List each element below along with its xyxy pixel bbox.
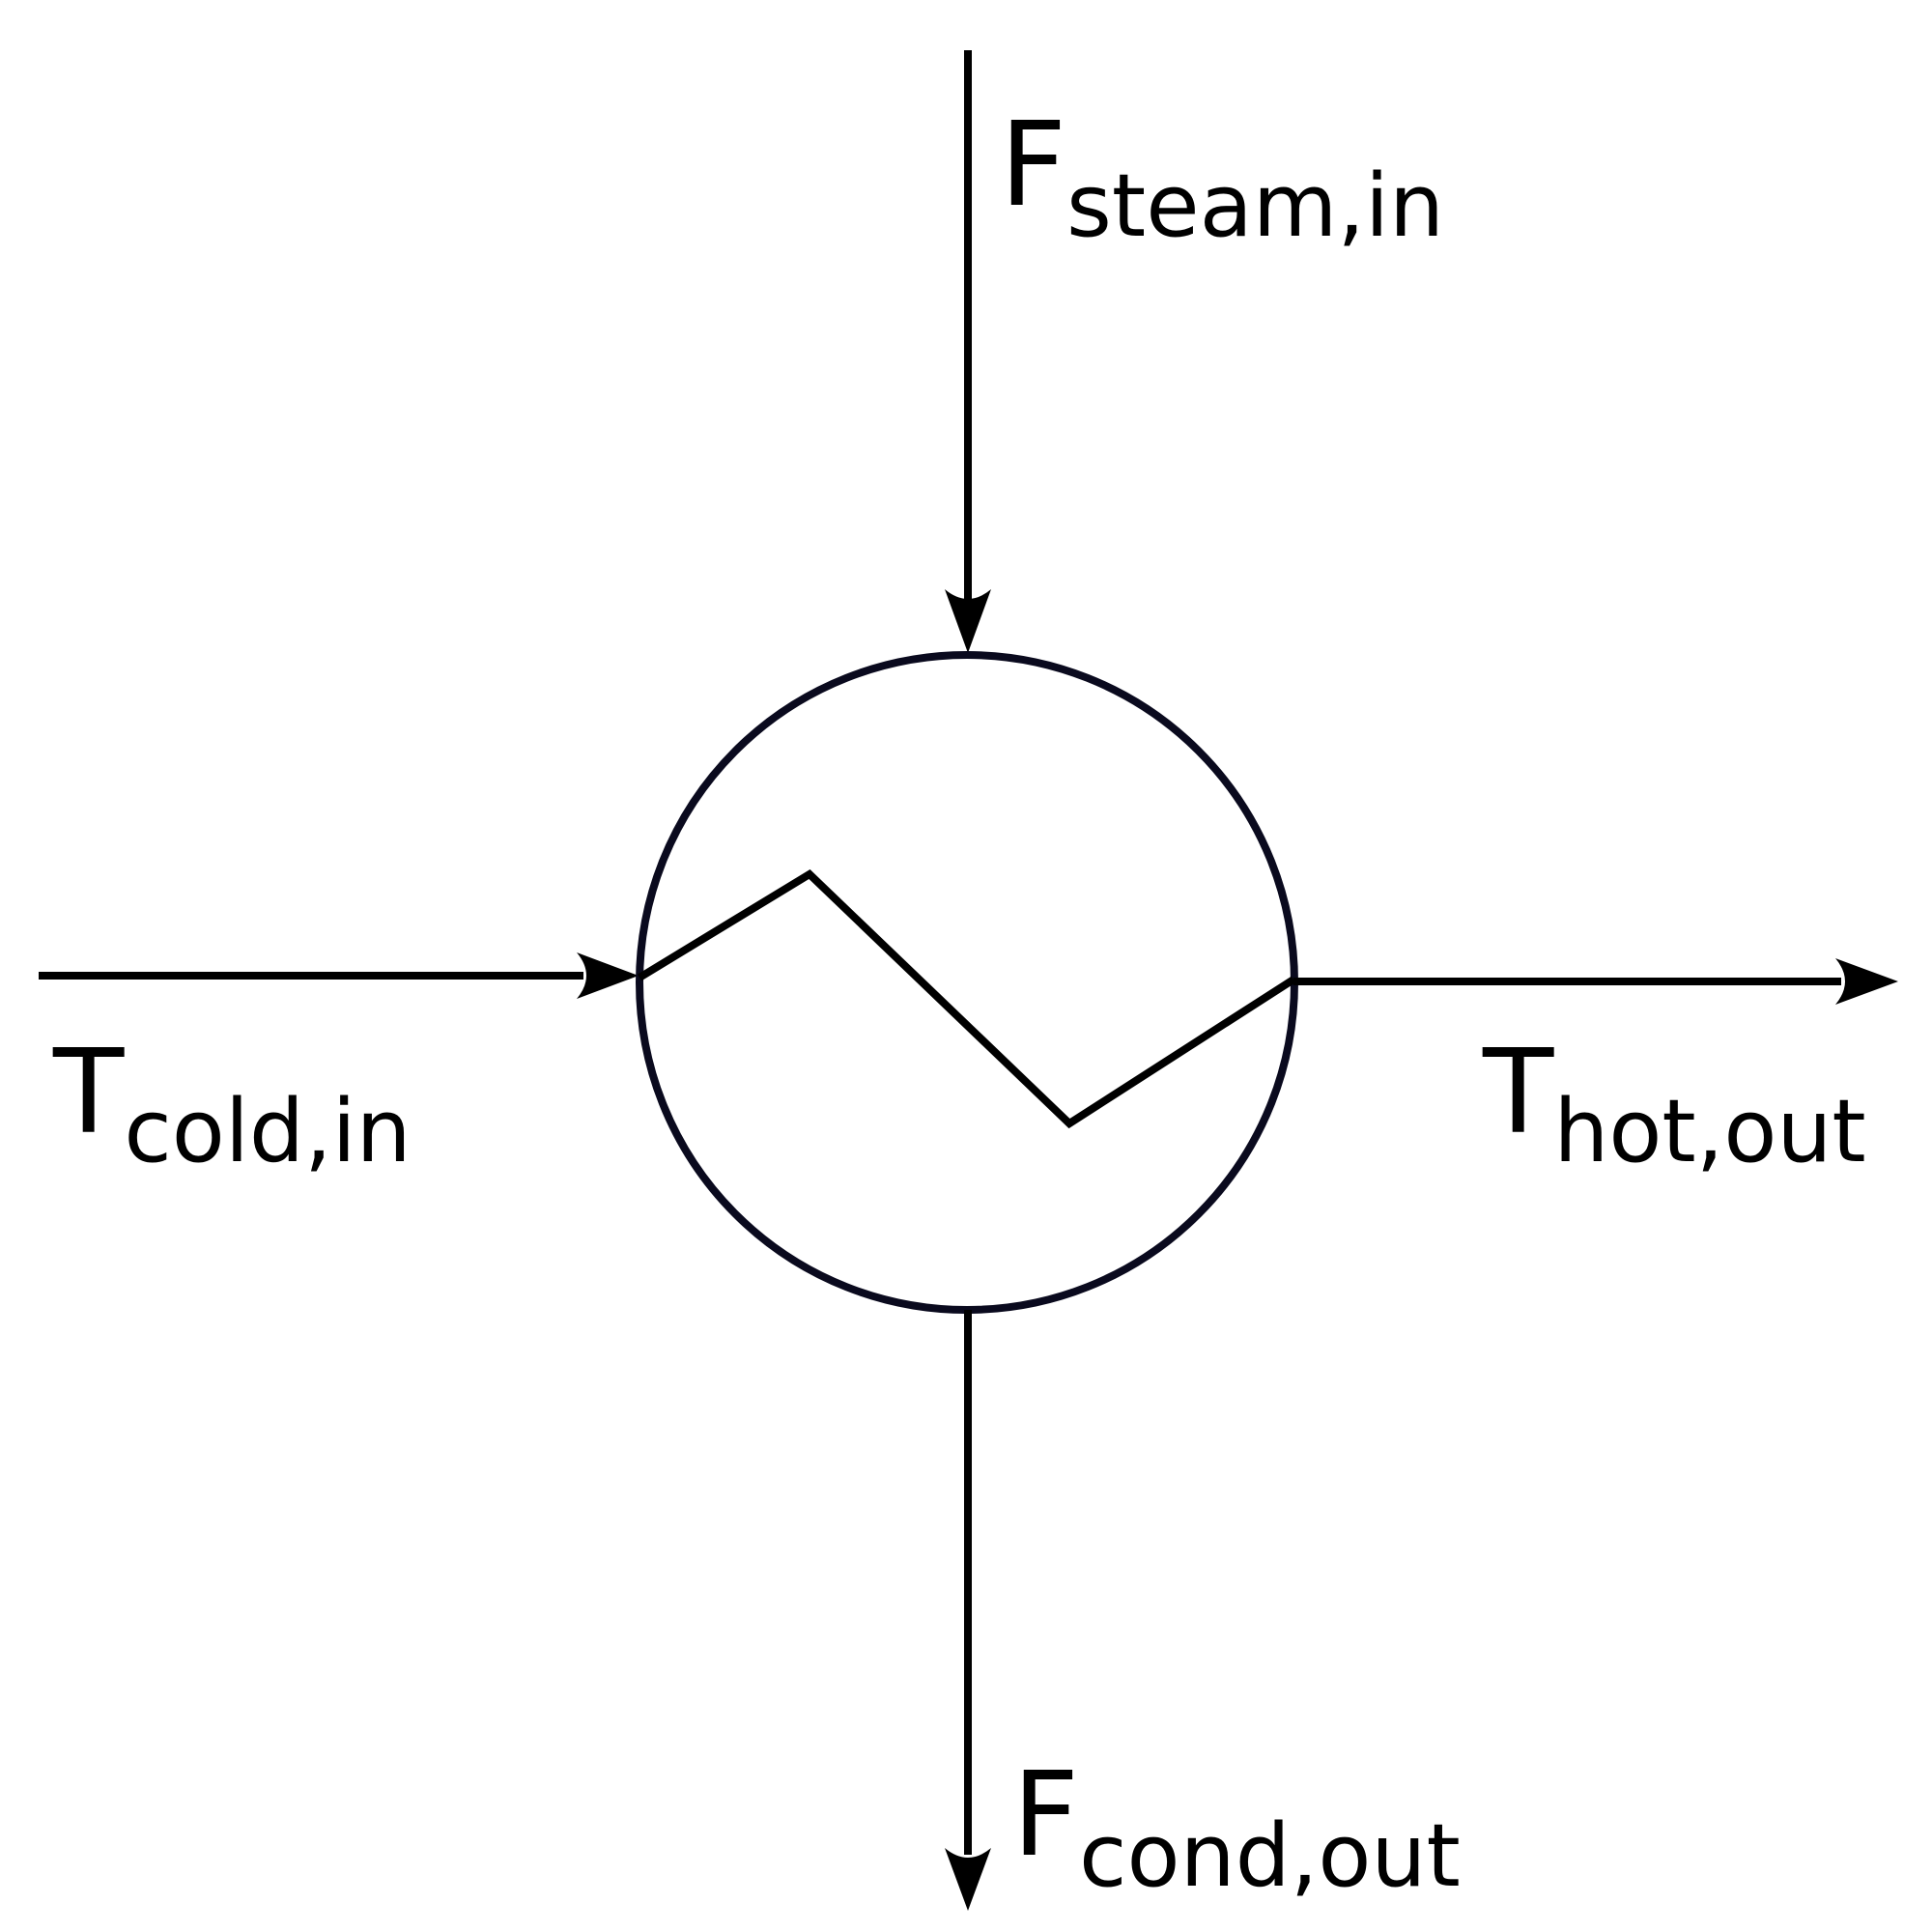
steam-inlet-arrowhead <box>945 589 991 653</box>
hot-outlet-arrowhead <box>1835 958 1898 1005</box>
cold-inlet-label-sub: cold,in <box>124 1081 411 1182</box>
condensate-outlet-arrowhead <box>945 1848 991 1911</box>
steam-inlet-label: Fsteam,in <box>1000 99 1444 257</box>
condensate-outlet-label-main: F <box>1012 1748 1079 1883</box>
steam-inlet-label-main: F <box>1000 99 1066 233</box>
steam-inlet-label-sub: steam,in <box>1066 156 1444 257</box>
heat-exchanger-vessel <box>636 651 1298 1314</box>
cold-inlet-label-main: T <box>52 1026 125 1160</box>
cold-inlet-label: Tcold,in <box>52 1026 412 1182</box>
heat-exchanger-coil <box>637 868 1296 1129</box>
condensate-outlet-label: Fcond,out <box>1012 1748 1461 1907</box>
hot-outlet-label-main: T <box>1482 1026 1554 1160</box>
hot-outlet-label: Thot,out <box>1482 1026 1866 1182</box>
condensate-outlet-label-sub: cond,out <box>1079 1805 1461 1907</box>
hot-outlet-label-sub: hot,out <box>1553 1081 1865 1182</box>
cold-inlet-arrowhead <box>577 952 639 999</box>
